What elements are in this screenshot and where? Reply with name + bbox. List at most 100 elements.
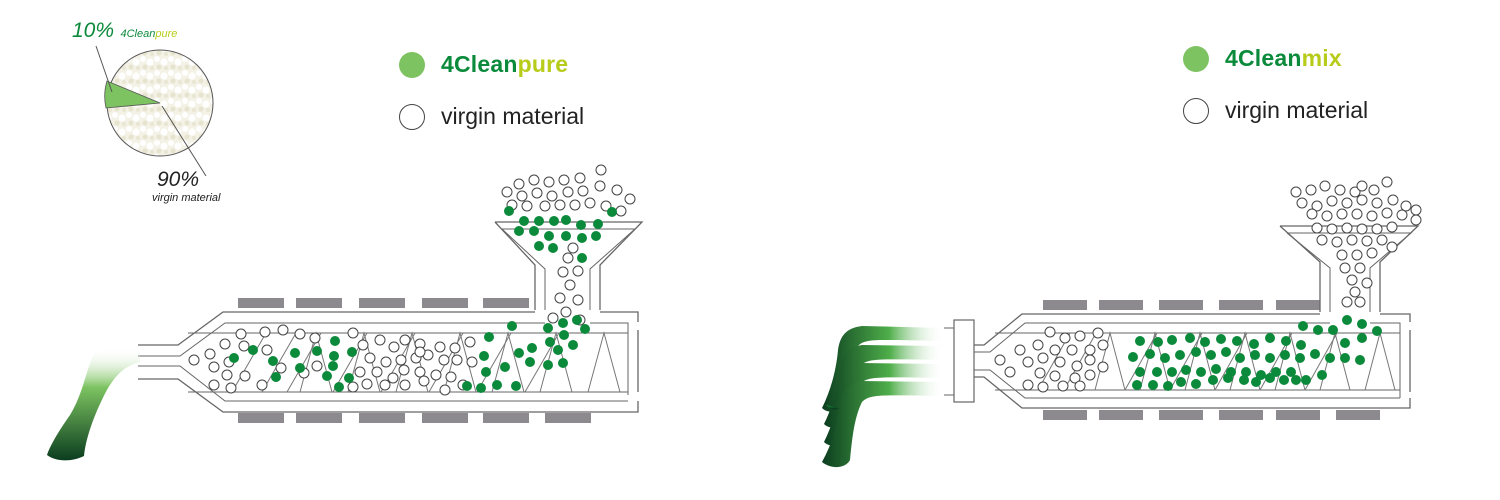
virgin-pellet [539, 200, 551, 212]
virgin-pellet [1371, 223, 1383, 235]
additive-swatch [1183, 45, 1209, 72]
virgin-pellet [275, 362, 287, 374]
inset-virgin-percent: 90% [157, 168, 200, 191]
virgin-pellet [528, 174, 540, 186]
additive-pellet [271, 372, 281, 382]
virgin-pellet [239, 370, 251, 382]
right-pellets [994, 176, 1422, 393]
additive-pellet [525, 357, 535, 367]
virgin-pellet [1368, 184, 1380, 196]
legend-brand: 4Cleanpure [441, 51, 569, 77]
additive-pellet [1310, 349, 1320, 359]
additive-pellet [544, 231, 554, 241]
virgin-pellet [294, 328, 306, 340]
virgin-pellet [374, 334, 386, 346]
additive-pellet [607, 207, 617, 217]
virgin-pellet [1361, 235, 1373, 247]
legend-brand: 4Cleanmix [1225, 45, 1342, 71]
virgin-pellet [364, 352, 376, 364]
virgin-pellet [1092, 327, 1104, 339]
additive-pellet [1128, 352, 1138, 362]
virgin-pellet [516, 190, 528, 202]
additive-pellet [1342, 315, 1352, 325]
additive-pellet [1281, 336, 1291, 346]
virgin-pellet [1331, 236, 1343, 248]
additive-pellet [1239, 375, 1249, 385]
additive-pellet [529, 226, 539, 236]
additive-pellet [548, 243, 558, 253]
virgin-pellet [277, 324, 289, 336]
virgin-pellet [451, 354, 463, 366]
additive-pellet [1153, 337, 1163, 347]
virgin-pellet [624, 193, 636, 205]
virgin-pellet [1349, 186, 1361, 198]
additive-pellet [545, 337, 555, 347]
additive-pellet [1148, 380, 1158, 390]
additive-pellet [1340, 353, 1350, 363]
additive-pellet [549, 216, 559, 226]
virgin-pellet [1321, 210, 1333, 222]
legend-item-virgin: virgin material [1183, 97, 1368, 124]
additive-pellet [334, 382, 344, 392]
virgin-pellet [1054, 356, 1066, 368]
virgin-pellet [379, 379, 391, 391]
virgin-pellet [1059, 332, 1071, 344]
virgin-pellet [1410, 214, 1422, 226]
additive-pellet [1176, 377, 1186, 387]
additive-pellet [347, 347, 357, 357]
virgin-pellet [1336, 249, 1348, 261]
additive-pellet [328, 361, 338, 371]
extrudate-strands [822, 326, 944, 468]
virgin-pellet [1386, 221, 1398, 233]
additive-pellet [1241, 367, 1251, 377]
virgin-pellet [1305, 184, 1317, 196]
virgin-pellet [398, 364, 410, 376]
virgin-pellet [261, 344, 273, 356]
left-pellets [188, 164, 636, 396]
virgin-pellet [1387, 194, 1399, 206]
virgin-pellet [238, 340, 250, 352]
additive-pellet [534, 216, 544, 226]
virgin-pellet [1074, 330, 1086, 342]
virgin-pellet [554, 199, 566, 211]
additive-pellet [1152, 367, 1162, 377]
virgin-pellet [1354, 262, 1366, 274]
additive-pellet [295, 363, 305, 373]
additive-pellet [1291, 375, 1301, 385]
additive-pellet [553, 345, 563, 355]
heater-bands-bottom [1043, 410, 1380, 420]
virgin-pellet [1349, 286, 1361, 298]
virgin-pellet [357, 339, 369, 351]
virgin-pellet [388, 341, 400, 353]
virgin-pellet [347, 327, 359, 339]
virgin-pellet [595, 164, 607, 176]
additive-pellet [1256, 370, 1266, 380]
legend-item-additive: 4Cleanmix [1183, 45, 1342, 72]
additive-pellet [591, 231, 601, 241]
leader-line [161, 105, 207, 177]
additive-pellet [1325, 353, 1335, 363]
legend-item-virgin: virgin material [399, 103, 584, 130]
virgin-pellet [1386, 241, 1398, 253]
additive-pellet [1135, 336, 1145, 346]
virgin-pellet [1400, 200, 1412, 212]
additive-pellet [561, 215, 571, 225]
additive-pellet [268, 356, 278, 366]
virgin-pellet [309, 332, 321, 344]
virgin-pellet [564, 279, 576, 291]
additive-pellet [514, 348, 524, 358]
virgin-pellet [464, 336, 476, 348]
virgin-pellet [449, 342, 461, 354]
virgin-pellet [1361, 277, 1373, 289]
additive-pellet [330, 336, 340, 346]
virgin-pellet [584, 197, 596, 209]
additive-pellet [1175, 350, 1185, 360]
virgin-pellet [414, 346, 426, 358]
virgin-pellet [562, 186, 574, 198]
virgin-pellet [1341, 197, 1353, 209]
virgin-pellet [611, 184, 623, 196]
right-extruder [822, 176, 1422, 468]
virgin-pellet [1410, 204, 1422, 216]
additive-pellet [559, 330, 569, 340]
